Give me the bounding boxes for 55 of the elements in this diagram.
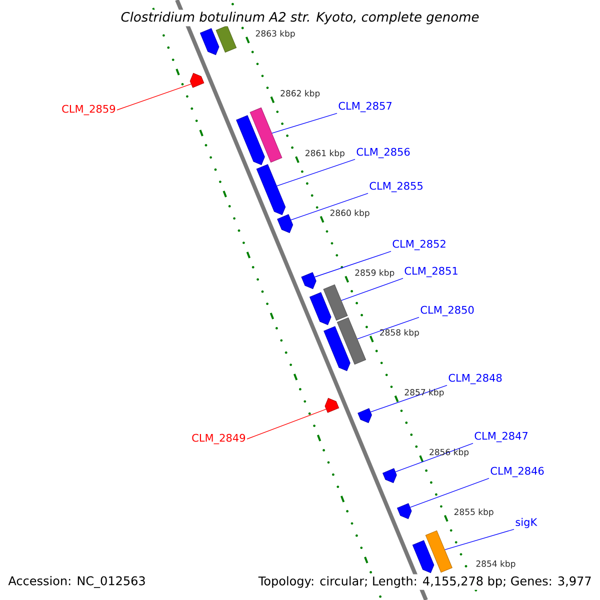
gene-block xyxy=(358,408,372,424)
leader-line xyxy=(410,478,490,508)
gene-block xyxy=(324,398,340,413)
leader-line xyxy=(272,112,338,134)
gene-block xyxy=(277,214,294,234)
leader-line xyxy=(246,408,326,440)
gene-block xyxy=(200,28,220,56)
gene-block xyxy=(256,164,286,216)
gene-label: sigK xyxy=(516,518,538,528)
leader-line xyxy=(276,158,356,186)
gene-block xyxy=(397,503,412,520)
leader-line xyxy=(370,384,448,412)
scale-label: 2855 kbp xyxy=(454,508,494,517)
gene-label: CLM_2856 xyxy=(356,148,410,158)
scale-label: 2857 kbp xyxy=(404,388,444,398)
title: Clostridium botulinum A2 str. Kyoto, complete genome xyxy=(118,10,482,26)
gene-label: CLM_2852 xyxy=(392,240,446,250)
leader-line xyxy=(395,443,474,472)
gene-block xyxy=(190,72,204,88)
scale-label: 2860 kbp xyxy=(330,209,370,218)
gene-block xyxy=(425,530,452,573)
gene-label: CLM_2859 xyxy=(62,104,116,116)
gene-block xyxy=(250,107,282,163)
gene-label: CLM_2855 xyxy=(370,182,422,192)
scale-label: 2858 kbp xyxy=(380,329,419,338)
leader-line xyxy=(341,278,404,301)
gene-label: CLM_2850 xyxy=(420,306,474,316)
gene-block xyxy=(236,115,265,166)
gene-block xyxy=(337,317,366,365)
gene-label: CLM_2851 xyxy=(404,266,458,278)
gene-block xyxy=(324,326,350,372)
scale-label: 2862 kbp xyxy=(280,90,320,98)
leader-line xyxy=(357,316,420,340)
gene-block xyxy=(301,272,316,290)
scale-label: 2856 kbp xyxy=(430,448,469,457)
leader-line xyxy=(290,193,368,220)
gene-block xyxy=(216,25,237,53)
accession-label: Accession: NC_012563 xyxy=(6,574,148,590)
gene-label: CLM_2857 xyxy=(338,102,392,112)
gene-block xyxy=(382,468,397,484)
gene-label: CLM_2848 xyxy=(448,374,502,384)
scale-label: 2854 kbp xyxy=(476,560,516,568)
gene-block xyxy=(412,540,434,574)
gene-label: CLM_2849 xyxy=(192,434,246,444)
leader-line xyxy=(314,251,392,278)
scale-label: 2859 kbp xyxy=(355,269,394,278)
leader-line xyxy=(444,528,514,550)
gene-block xyxy=(310,292,332,326)
genome-summary: Topology: circular; Length: 4,155,278 bp; Genes: 3,977 xyxy=(256,574,594,590)
gene-block xyxy=(323,284,348,321)
leader-line xyxy=(116,84,192,110)
scale-label: 2861 kbp xyxy=(306,150,344,158)
gene-label: CLM_2846 xyxy=(490,466,544,478)
gene-label: CLM_2847 xyxy=(474,432,528,442)
scale-label: 2863 kbp xyxy=(256,30,295,38)
